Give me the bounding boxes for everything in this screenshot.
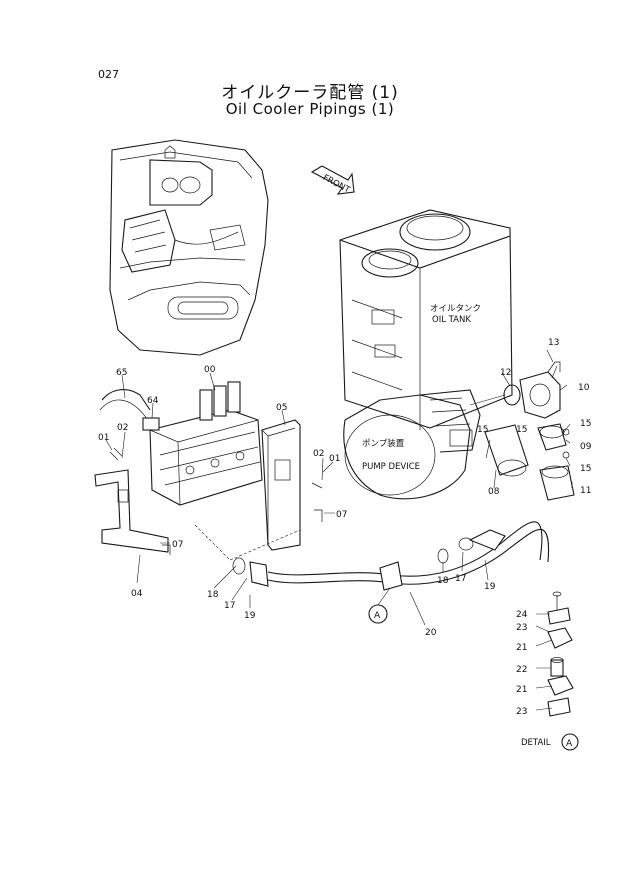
oil-tank-label-en: OIL TANK [432, 315, 471, 325]
detail-a-parts [547, 591, 574, 717]
part-number-22: 22 [516, 665, 527, 675]
bracket-05 [261, 419, 301, 551]
part-number-18: 18 [207, 590, 219, 600]
oil-tank: オイルタンク OIL TANK [339, 209, 513, 430]
pump-label-en: PUMP DEVICE [362, 462, 420, 472]
part-number-07: 07 [172, 540, 183, 550]
hose-20 [232, 521, 550, 591]
svg-text:A: A [374, 611, 381, 621]
svg-text:DETAIL: DETAIL [521, 738, 551, 748]
pump-device: ポンプ装置 PUMP DEVICE [343, 389, 481, 500]
part-number-01: 01 [98, 433, 109, 443]
control-valve-assembly [99, 381, 263, 506]
front-label: FRONT [321, 173, 352, 196]
part-number-15: 15 [580, 464, 591, 474]
part-number-02: 02 [313, 449, 324, 459]
part-number-64: 64 [147, 396, 159, 406]
part-number-15: 15 [477, 425, 488, 435]
part-numbers: 13 10 12 15 15 15 09 15 11 08 00 65 64 0… [98, 338, 592, 717]
title-english: Oil Cooler Pipings (1) [225, 100, 395, 118]
part-number-21: 21 [516, 685, 527, 695]
part-number-18: 18 [437, 576, 449, 586]
bolts [109, 447, 323, 555]
part-number-07: 07 [336, 510, 347, 520]
part-number-24: 24 [516, 610, 528, 620]
part-number-19: 19 [484, 582, 496, 592]
oil-tank-label-jp: オイルタンク [430, 304, 481, 314]
leader-lines [105, 365, 573, 711]
part-number-05: 05 [276, 403, 287, 413]
part-number-21: 21 [516, 643, 527, 653]
part-number-09: 09 [580, 442, 592, 452]
part-number-00: 00 [204, 365, 216, 375]
bracket-04 [94, 469, 169, 553]
part-number-20: 20 [425, 628, 437, 638]
svg-text:A: A [566, 739, 573, 749]
cooler-fittings [469, 349, 575, 501]
front-arrow: FRONT [310, 165, 355, 196]
detail-a-label: DETAIL A [521, 733, 579, 751]
part-number-13: 13 [548, 338, 559, 348]
part-number-12: 12 [500, 368, 511, 378]
part-number-04: 04 [131, 589, 143, 599]
pump-label-jp: ポンプ装置 [362, 438, 405, 449]
part-number-08: 08 [488, 487, 500, 497]
part-number-15: 15 [516, 425, 527, 435]
machine-body-overview [109, 139, 269, 356]
part-number-23: 23 [516, 707, 527, 717]
part-number-23: 23 [516, 623, 527, 633]
part-number-10: 10 [578, 383, 590, 393]
part-number-17: 17 [455, 574, 466, 584]
part-number-02: 02 [117, 423, 128, 433]
callout-a: A [368, 587, 391, 624]
part-number-15: 15 [580, 419, 591, 429]
title-japanese: オイルクーラ配管 (1) [221, 83, 399, 103]
page-code: 027 [98, 68, 119, 81]
part-number-01: 01 [329, 454, 340, 464]
part-number-65: 65 [116, 368, 127, 378]
part-number-17: 17 [224, 601, 235, 611]
part-number-11: 11 [580, 486, 591, 496]
part-number-19: 19 [244, 611, 256, 621]
